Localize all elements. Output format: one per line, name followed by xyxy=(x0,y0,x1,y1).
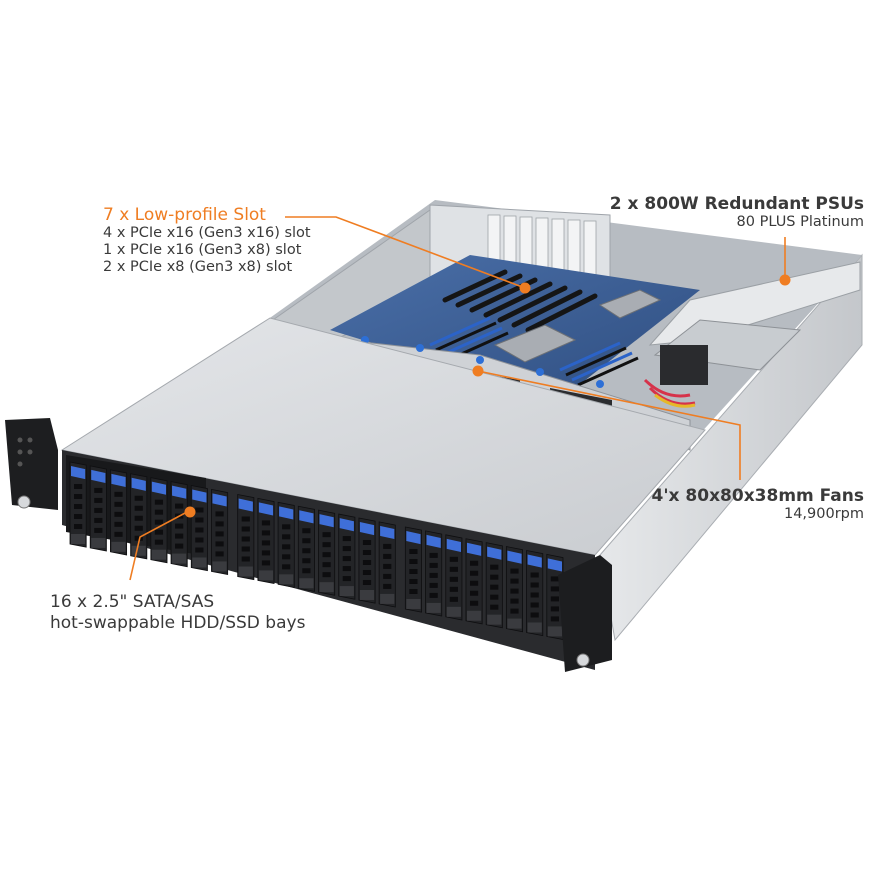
psu-callout: 2 x 800W Redundant PSUs 80 PLUS Platinum xyxy=(610,194,864,231)
dimm-slots xyxy=(429,316,639,387)
drive-latch xyxy=(359,521,375,536)
drive-latch xyxy=(426,534,441,549)
fans-callout-title: 4'x 80x80x38mm Fans xyxy=(651,486,864,506)
drive-latch xyxy=(527,554,542,568)
slot-line-2: 1 x PCIe x16 (Gen3 x8) slot xyxy=(103,242,302,259)
right-rack-ear xyxy=(558,555,612,672)
drive-latch xyxy=(131,477,146,491)
drive-latch xyxy=(192,489,207,503)
drive-latch xyxy=(466,542,482,556)
bays-callout-line-1: 16 x 2.5" SATA/SAS xyxy=(50,592,215,612)
bays-callout-line-2: hot-swappable HDD/SSD bays xyxy=(50,613,306,634)
drive-latch xyxy=(547,558,562,572)
left-rack-ear xyxy=(5,418,58,510)
drive-latch xyxy=(319,514,334,528)
fans-callout: 4'x 80x80x38mm Fans 14,900rpm xyxy=(652,486,864,523)
drive-latch xyxy=(339,518,354,532)
drive-latch xyxy=(71,466,86,480)
drive-latch xyxy=(406,530,421,545)
slot-line-3: 2 x PCIe x8 (Gen3 x8) slot xyxy=(103,259,293,276)
left-thumbscrew xyxy=(17,495,31,509)
drive-latch xyxy=(507,550,522,564)
cpu-socket-2 xyxy=(598,289,662,319)
drive-latch xyxy=(380,525,395,540)
slot-callout-title: 7 x Low-profile Slot xyxy=(103,205,266,225)
right-thumbscrew xyxy=(576,653,590,667)
drive-latch xyxy=(172,485,187,499)
drive-latch xyxy=(238,498,253,512)
callout-dots xyxy=(184,274,791,518)
psu-grille xyxy=(660,345,708,385)
drive-latch xyxy=(279,506,294,520)
drive-latch xyxy=(111,473,126,487)
drive-latch xyxy=(487,546,502,560)
power-cables xyxy=(643,378,696,406)
fans-callout-subtitle: 14,900rpm xyxy=(783,506,864,523)
drive-latch xyxy=(446,538,461,552)
psu-callout-subtitle: 80 PLUS Platinum xyxy=(736,214,864,231)
slot-line-1: 4 x PCIe x16 (Gen3 x16) slot xyxy=(103,225,311,242)
psu-callout-title: 2 x 800W Redundant PSUs xyxy=(609,194,864,214)
drive-latch xyxy=(91,469,106,484)
drive-latch xyxy=(212,493,227,507)
slot-covers xyxy=(487,214,597,282)
drive-latch xyxy=(151,481,167,495)
motherboard xyxy=(330,255,700,400)
cpu-socket-1 xyxy=(493,324,577,363)
callout-lines xyxy=(129,216,786,581)
drive-latch xyxy=(258,502,274,516)
bays-callout: 16 x 2.5" SATA/SAS hot-swappable HDD/SSD… xyxy=(50,592,305,635)
drive-latch xyxy=(299,510,314,524)
drive-bay-caddies xyxy=(69,461,564,641)
slot-callout: 7 x Low-profile Slot 4 x PCIe x16 (Gen3 … xyxy=(103,205,311,276)
